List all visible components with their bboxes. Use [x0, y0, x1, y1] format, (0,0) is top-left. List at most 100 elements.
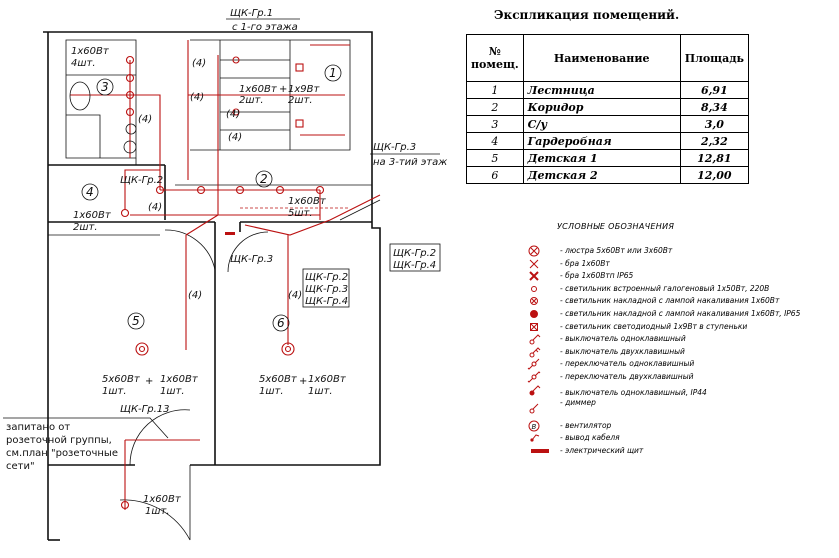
stair-a-bot: 2шт.: [239, 95, 264, 106]
r6-plus: +: [299, 376, 307, 387]
stair-b-top: 1х9Вт: [288, 84, 321, 95]
svg-text:запитано от: запитано от: [6, 422, 70, 433]
legend-item: - светильник встроенный галогеновый 1х50…: [527, 283, 832, 296]
gr3-label: ЩК-Гр.3: [373, 142, 416, 153]
explication: Экспликация помещений. № помещ. Наименов…: [466, 8, 750, 184]
led-step-light-icon: [530, 322, 538, 331]
floor-plan: ЩК-Гр.1 с 1-го этажа ЩК-Гр.3 на 3-тий эт…: [3, 8, 447, 541]
gr1-label: ЩК-Гр.1: [230, 8, 273, 19]
corr-top: 1х60Вт: [288, 196, 327, 207]
gr3-label-b: ЩК-Гр.3: [230, 254, 273, 265]
legend-item: - диммер: [527, 398, 832, 420]
bath-lamp-top: 1х60Вт: [71, 46, 110, 57]
switch-single-icon: [529, 334, 541, 345]
legend-item: - люстра 5х60Вт или 3х60Вт: [527, 245, 832, 258]
r5-a-top: 5х60Вт: [102, 374, 141, 385]
gr4-label-c: ЩК-Гр.4: [305, 296, 348, 307]
legend-item: - светильник накладной с лампой накалива…: [527, 295, 832, 308]
svg-text:розеточной группы,: розеточной группы,: [6, 435, 112, 446]
r5-b-bot: 1шт.: [160, 386, 185, 397]
sconce-ip65-icon: [529, 271, 539, 281]
legend-item: - вывод кабеля: [527, 432, 832, 445]
legend-item: - выключатель двухклавишный: [527, 346, 832, 359]
wiring: [70, 40, 381, 510]
fan-icon: B: [528, 420, 540, 432]
svg-text:(4): (4): [138, 114, 152, 125]
legend-item: - светильник светодиодный 1х9Вт в ступен…: [527, 321, 832, 334]
svg-text:(4): (4): [226, 109, 240, 120]
svg-text:(4): (4): [148, 202, 162, 213]
toggle-single-icon: [527, 358, 540, 371]
svg-text:6: 6: [277, 316, 285, 330]
cable-outlet-icon: [530, 434, 540, 442]
stair-plus: +: [279, 84, 287, 95]
legend-item: - переключатель одноклавишный: [527, 358, 832, 371]
plan-labels: ЩК-Гр.1 с 1-го этажа ЩК-Гр.3 на 3-тий эт…: [3, 8, 447, 517]
legend-title: УСЛОВНЫЕ ОБОЗНАЧЕНИЯ: [557, 222, 675, 231]
panels: [225, 232, 235, 235]
entry-top: 1х60Вт: [143, 494, 182, 505]
gr3-note: на 3-тий этаж: [373, 157, 447, 168]
legend-item: - переключатель двухклавишный: [527, 371, 832, 384]
svg-text:2: 2: [260, 172, 268, 186]
svg-text:3: 3: [101, 80, 109, 94]
svg-text:(4): (4): [228, 132, 242, 143]
svg-text:(4): (4): [288, 290, 302, 301]
r6-a-bot: 1шт.: [259, 386, 284, 397]
gr13-label: ЩК-Гр.13: [120, 404, 169, 415]
svg-text:B: B: [532, 423, 537, 431]
table-header: № помещ. Наименование Площадь: [466, 34, 750, 82]
gr1-note: с 1-го этажа: [232, 22, 298, 33]
legend-item: - бра 1х60Втп IP65: [527, 270, 832, 283]
r6-b-top: 1х60Вт: [308, 374, 347, 385]
gr2-label-a: ЩК-Гр.2: [120, 175, 163, 186]
sconce-icon: [529, 259, 539, 268]
surface-light-icon: [530, 297, 538, 306]
svg-text:1: 1: [329, 66, 337, 80]
svg-text:(4): (4): [192, 58, 206, 69]
legend: УСЛОВНЫЕ ОБОЗНАЧЕНИЯ - люстра 5х60Вт или…: [527, 222, 832, 457]
legend-item: - выключатель одноклавишный, IP44: [527, 384, 832, 402]
svg-text:см.план "розеточные: см.план "розеточные: [6, 448, 118, 459]
surface-light-ip65-icon: [530, 309, 538, 318]
switch-double-icon: [529, 347, 541, 358]
svg-text:сети": сети": [6, 461, 35, 472]
legend-item: - светильник накладной с лампой накалива…: [527, 308, 832, 321]
gr2-label-c: ЩК-Гр.2: [305, 272, 348, 283]
legend-item: - выключатель одноклавишный: [527, 333, 832, 346]
legend-item: B - вентилятор: [527, 420, 832, 433]
walls: [43, 31, 381, 541]
recessed-light-icon: [531, 285, 537, 292]
header-area: Площадь: [679, 34, 750, 82]
r6-a-top: 5х60Вт: [259, 374, 298, 385]
r5-plus: +: [145, 376, 153, 387]
svg-text:4: 4: [86, 185, 94, 199]
r6-b-bot: 1шт.: [308, 386, 333, 397]
stair-b-bot: 2шт.: [288, 95, 313, 106]
svg-text:5: 5: [132, 314, 140, 328]
dimmer-icon: [529, 403, 539, 414]
bath-lamp-bot: 4шт.: [71, 58, 96, 69]
header-name: Наименование: [522, 34, 681, 82]
stair-a-top: 1х60Вт: [239, 84, 278, 95]
gr4-label-d: ЩК-Гр.4: [393, 260, 436, 271]
svg-text:(4): (4): [188, 290, 202, 301]
r5-a-bot: 1шт.: [102, 386, 127, 397]
legend-item: - бра 1х60Вт: [527, 258, 832, 271]
fixtures: [69, 55, 325, 510]
switch-ip44-icon: [529, 384, 541, 396]
gr3-label-c: ЩК-Гр.3: [305, 284, 348, 295]
wire-marks: (4) (4) (4) (4) (4) (4) (4) (4): [138, 58, 302, 301]
svg-text:(4): (4): [190, 92, 204, 103]
r5-b-top: 1х60Вт: [160, 374, 199, 385]
toggle-double-icon: [527, 371, 541, 383]
legend-item: - электрический щит: [527, 445, 832, 458]
r4-top: 1х60Вт: [73, 210, 112, 221]
